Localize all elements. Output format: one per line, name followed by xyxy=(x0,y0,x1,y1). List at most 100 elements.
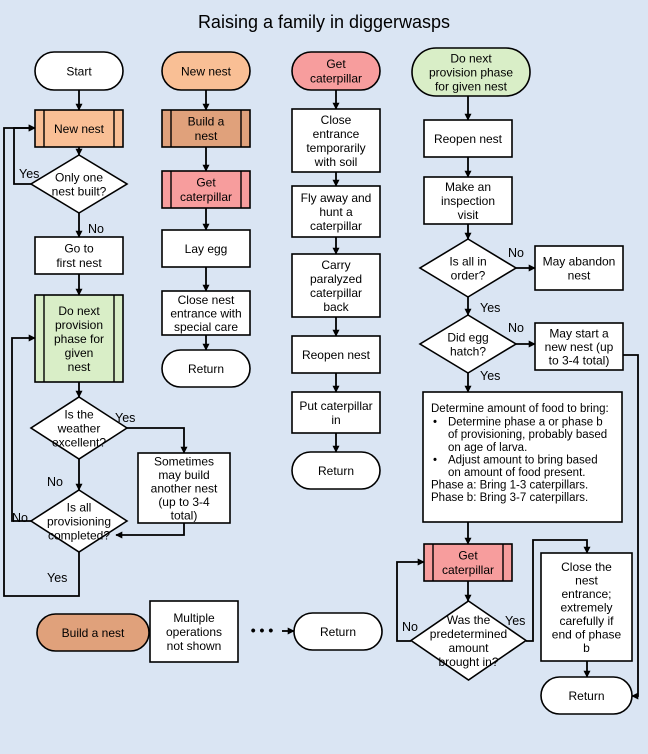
reopen1-label: Reopen nest xyxy=(302,348,371,362)
diagram-title: Raising a family in diggerwasps xyxy=(198,12,450,32)
close-entrance-shape xyxy=(540,552,633,662)
close_entrance-label-line: b xyxy=(583,641,590,655)
return3-label: Return xyxy=(568,689,604,703)
new_nest_term-label-line: New nest xyxy=(181,64,232,78)
all_provisioning-label-line: Is all xyxy=(67,500,92,514)
fly_away-label-line: Fly away and xyxy=(301,191,372,205)
edges-layer xyxy=(3,90,639,700)
reopen2-label: Reopen nest xyxy=(434,132,503,146)
put_cat-label-line: in xyxy=(331,413,340,427)
abandon-label-line: nest xyxy=(568,268,591,282)
close_entrance-label-line: entrance; xyxy=(561,587,611,601)
close_nest_special-label-line: entrance with xyxy=(170,306,241,320)
close-temp-shape xyxy=(291,108,381,173)
sometimes-label-line: Sometimes xyxy=(154,454,214,468)
fly_away-label-line: hunt a xyxy=(319,205,353,219)
ellipsis-label: • • • xyxy=(251,622,274,638)
close_nest_special-label-line: special care xyxy=(174,320,238,334)
return2-label-line: Return xyxy=(318,464,354,478)
multiple_ops-label-line: operations xyxy=(166,625,222,639)
start-node: Start xyxy=(34,51,124,91)
build-nest-term-node: Build a nest xyxy=(36,613,150,652)
predetermined-label-line: brought in? xyxy=(438,655,498,669)
return4-node: Return xyxy=(293,612,383,651)
edge-predetermined-no-loop xyxy=(396,558,425,642)
inspection-label-line: inspection xyxy=(441,194,495,208)
go-first-nest-shape xyxy=(34,236,124,275)
get-caterpillar-proc2-shape xyxy=(423,543,513,582)
go_first_nest-label-line: first nest xyxy=(56,256,102,270)
inspection-label-line: Make an xyxy=(445,180,491,194)
multiple-ops-shape xyxy=(149,600,239,663)
edge-label-hatch-no: No xyxy=(508,321,524,335)
get_caterpillar_term-label-line: caterpillar xyxy=(310,72,362,86)
fly-away-shape xyxy=(291,185,381,238)
food-bullet-line: Adjust amount to bring based xyxy=(448,454,598,466)
egg_hatch-label-line: hatch? xyxy=(450,344,486,358)
sometimes-label-line: another nest xyxy=(151,481,218,495)
carry-shape xyxy=(291,253,381,318)
do_next_term-label-line: provision phase xyxy=(429,65,513,79)
sometimes-label-line: (up to 3-4 xyxy=(158,495,210,509)
edge-label-weather-no: No xyxy=(47,475,63,489)
get_caterpillar_term-label-line: Get xyxy=(326,57,346,71)
new_nest_term-label: New nest xyxy=(181,64,232,78)
edge-predetermined-yes-to-close xyxy=(526,539,591,642)
build_nest_proc-label-line: Build a xyxy=(188,115,225,129)
close_entrance-label-line: extremely xyxy=(560,600,612,614)
edge-label-provisioning-yes: Yes xyxy=(47,571,67,585)
do_next_proc-label-line: phase for xyxy=(54,332,104,346)
sometimes-label-line: may build xyxy=(158,468,209,482)
may_start-label-line: May start a xyxy=(549,326,609,340)
edge-label-provisioning-no: No xyxy=(12,511,28,525)
weather-label-line: Is the xyxy=(64,407,94,421)
food-bullet-line: on amount of food present. xyxy=(448,467,585,479)
reopen1-label-line: Reopen nest xyxy=(302,348,371,362)
predetermined-label-line: Was the xyxy=(447,613,491,627)
do_next_term-label-line: Do next xyxy=(450,51,492,65)
weather-shape xyxy=(29,396,129,460)
return3-node: Return xyxy=(540,676,633,715)
egg_hatch-label-line: Did egg xyxy=(447,330,488,344)
abandon-label-line: May abandon xyxy=(543,254,616,268)
only_one_nest-label-line: Only one xyxy=(55,170,103,184)
edge-label-only-one-yes: Yes xyxy=(19,167,39,181)
carry-label-line: caterpillar xyxy=(310,286,362,300)
close_temp-label-line: entrance xyxy=(313,127,360,141)
food-amount-shape xyxy=(422,391,623,523)
close_entrance-label-line: nest xyxy=(575,573,598,587)
all_order-label-line: order? xyxy=(451,268,486,282)
multiple_ops-label-line: Multiple xyxy=(173,611,215,625)
reopen1-shape xyxy=(291,335,381,374)
weather-label-line: excellent? xyxy=(52,435,106,449)
close-nest-special-shape xyxy=(161,290,251,336)
new-nest-term-node: New nest xyxy=(161,51,251,91)
get-caterpillar-proc1-shape xyxy=(161,170,251,209)
edge-weather-yes-to-sometimes xyxy=(127,427,188,454)
do_next_proc-label-line: given xyxy=(65,346,94,360)
close_entrance-label-line: carefully if xyxy=(559,614,614,628)
food-bullet-line: on age of larva. xyxy=(448,442,527,454)
return1-label: Return xyxy=(188,362,224,376)
